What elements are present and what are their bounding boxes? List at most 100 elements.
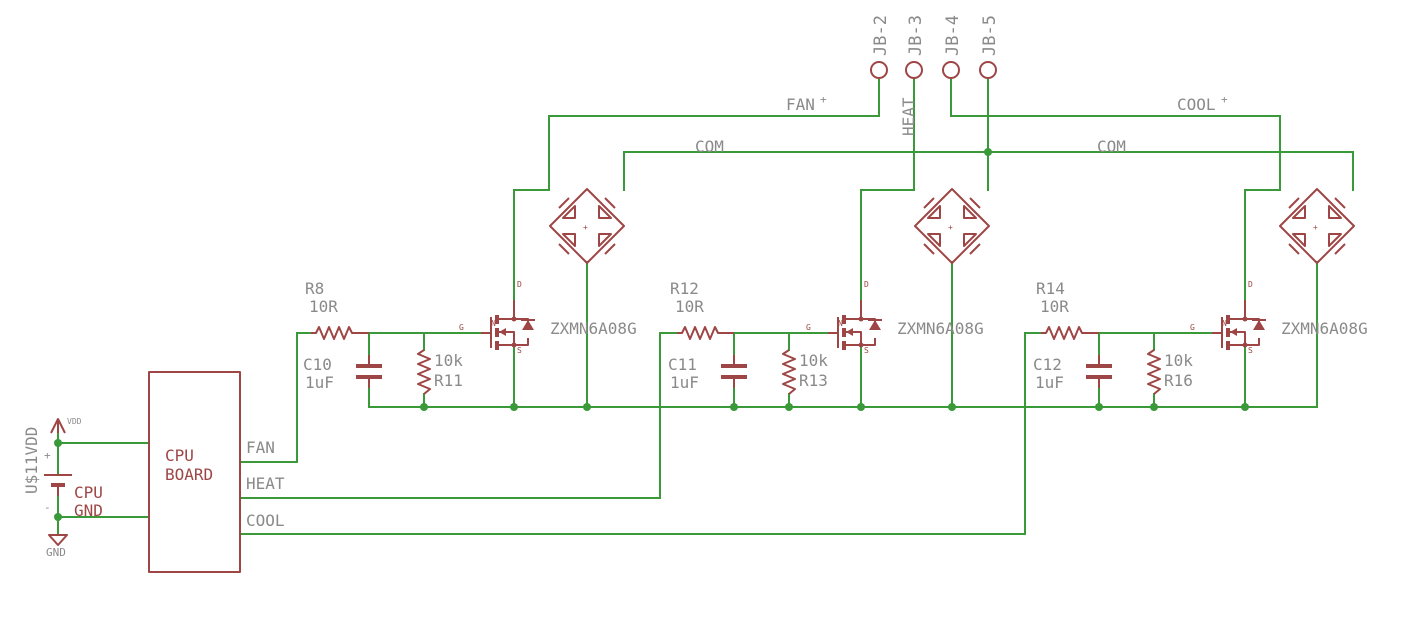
junction-dot xyxy=(510,403,518,411)
channel-3: R14 10R C12 1uF 10k R16 D G S xyxy=(1033,279,1368,395)
gate-resistor-value: 10R xyxy=(1040,297,1069,316)
mosfet-q2: D G S N xyxy=(806,280,882,355)
diode-symbol xyxy=(598,197,616,219)
terminal-ring xyxy=(942,61,960,79)
capacitor-value: 1uF xyxy=(670,373,699,392)
pulldown-resistor-name: R11 xyxy=(434,371,463,390)
mosfet-arrow xyxy=(499,328,506,336)
cpu-pin-cool: COOL xyxy=(246,511,285,530)
cpu-board-label-line1: CPU xyxy=(165,446,194,465)
mosfet-pin-s: S xyxy=(1248,346,1253,355)
terminal-jb5: JB-5 xyxy=(979,15,1000,79)
cool-net-label: COOL xyxy=(1177,95,1216,114)
gate-resistor-value: 10R xyxy=(675,297,704,316)
mosfet-pin-d: D xyxy=(517,280,522,289)
cpu-board-label-line2: BOARD xyxy=(165,465,213,484)
mosfet-pin-g: G xyxy=(806,323,811,332)
mosfet-leads xyxy=(1230,300,1260,346)
gate-resistor-value: 10R xyxy=(309,297,338,316)
junction-dot xyxy=(785,403,793,411)
mosfet-channel xyxy=(842,341,846,350)
vdd-wire xyxy=(57,432,150,476)
fan-plus-label: + xyxy=(820,93,827,106)
mosfet-node xyxy=(858,342,864,348)
capacitor-name: C12 xyxy=(1033,355,1062,374)
mosfet-gate xyxy=(828,317,839,348)
supply-u11: VDD + - U$11VDD CPU GND GND xyxy=(22,417,103,559)
cool-plus-label: + xyxy=(1221,93,1228,106)
junction-dot xyxy=(730,403,738,411)
gate-resistor-name: R12 xyxy=(670,279,699,298)
mosfet-pin-d: D xyxy=(1248,280,1253,289)
junction-dot xyxy=(420,403,428,411)
pulldown-resistor-value: 10k xyxy=(1164,351,1193,370)
mosfet-gate xyxy=(1212,317,1223,348)
bridge-plus-label: + xyxy=(583,223,588,232)
mosfet-pin-d: D xyxy=(864,280,869,289)
junction-dot xyxy=(857,403,865,411)
diode-symbol xyxy=(558,233,576,255)
terminal-jb4: JB-4 xyxy=(942,15,963,79)
pulldown-resistor-value: 10k xyxy=(434,351,463,370)
capacitor-plates xyxy=(356,364,382,379)
junction-dot xyxy=(583,403,591,411)
resistor-zigzag xyxy=(1147,349,1161,395)
terminal-label: JB-3 xyxy=(906,15,926,56)
mosfet-pin-n: N xyxy=(838,319,843,328)
resistor-zigzag xyxy=(311,326,369,340)
pulldown-resistor-r13: 10k R13 xyxy=(782,349,828,395)
pulldown-resistor-r16: 10k R16 xyxy=(1147,349,1193,395)
junction-dot xyxy=(1095,403,1103,411)
pulldown-resistor-name: R13 xyxy=(799,371,828,390)
channel-1: R8 10R C10 1uF 10k R11 D G S xyxy=(303,279,637,395)
pulldown-resistor-r11: 10k R11 xyxy=(417,349,463,395)
resistor-zigzag xyxy=(677,326,734,340)
mosfet-part-number: ZXMN6A08G xyxy=(550,319,637,338)
capacitor-plates xyxy=(1086,364,1112,379)
ground-symbol-label: GND xyxy=(46,546,66,559)
supply-plus-label: + xyxy=(44,449,51,462)
bridge-rectifier-3: + xyxy=(1279,188,1355,264)
junction-dot xyxy=(984,148,992,156)
mosfet-arrow xyxy=(846,328,853,336)
terminals: JB-2 JB-3 JB-4 JB-5 xyxy=(870,15,1000,79)
pulldown-resistor-name: R16 xyxy=(1164,371,1193,390)
mosfet-part-number: ZXMN6A08G xyxy=(897,319,984,338)
mosfet-channel xyxy=(842,328,846,337)
diode-symbol xyxy=(1328,233,1346,255)
junction-dot xyxy=(948,403,956,411)
resistor-zigzag xyxy=(782,349,796,395)
mosfet-channel xyxy=(1226,328,1230,337)
gate-resistor-name: R8 xyxy=(305,279,324,298)
drain-wire-1 xyxy=(513,189,550,301)
capacitor-plates xyxy=(721,364,747,379)
cpu-board: CPU BOARD FAN HEAT COOL xyxy=(148,371,285,573)
terminal-label: JB-4 xyxy=(943,15,963,56)
junction-dot xyxy=(1241,403,1249,411)
fan-net-label: FAN xyxy=(786,95,815,114)
terminal-label: JB-5 xyxy=(980,15,1000,56)
terminal-ring xyxy=(979,61,997,79)
diode-symbol xyxy=(1288,233,1306,255)
mosfet-node xyxy=(511,316,517,322)
drain-wire-2 xyxy=(860,189,915,301)
terminal-ring xyxy=(870,61,888,79)
diode-symbol xyxy=(598,233,616,255)
mosfet-body-diode xyxy=(869,320,881,330)
vdd-pin-label: VDD xyxy=(67,417,82,426)
junction-dot xyxy=(1150,403,1158,411)
mosfet-gate xyxy=(481,317,492,348)
mosfet-channel xyxy=(842,315,846,324)
diode-symbol xyxy=(963,233,981,255)
cool-signal-wire xyxy=(239,332,1042,535)
mosfet-channel xyxy=(1226,315,1230,324)
cpu-board-outline xyxy=(148,371,241,573)
diode-symbol xyxy=(923,233,941,255)
drain-wire-3 xyxy=(1244,189,1281,301)
diode-symbol xyxy=(558,197,576,219)
diode-symbol xyxy=(1288,197,1306,219)
terminal-label: JB-2 xyxy=(871,15,891,56)
mosfet-pin-s: S xyxy=(864,346,869,355)
mosfet-channel xyxy=(495,328,499,337)
